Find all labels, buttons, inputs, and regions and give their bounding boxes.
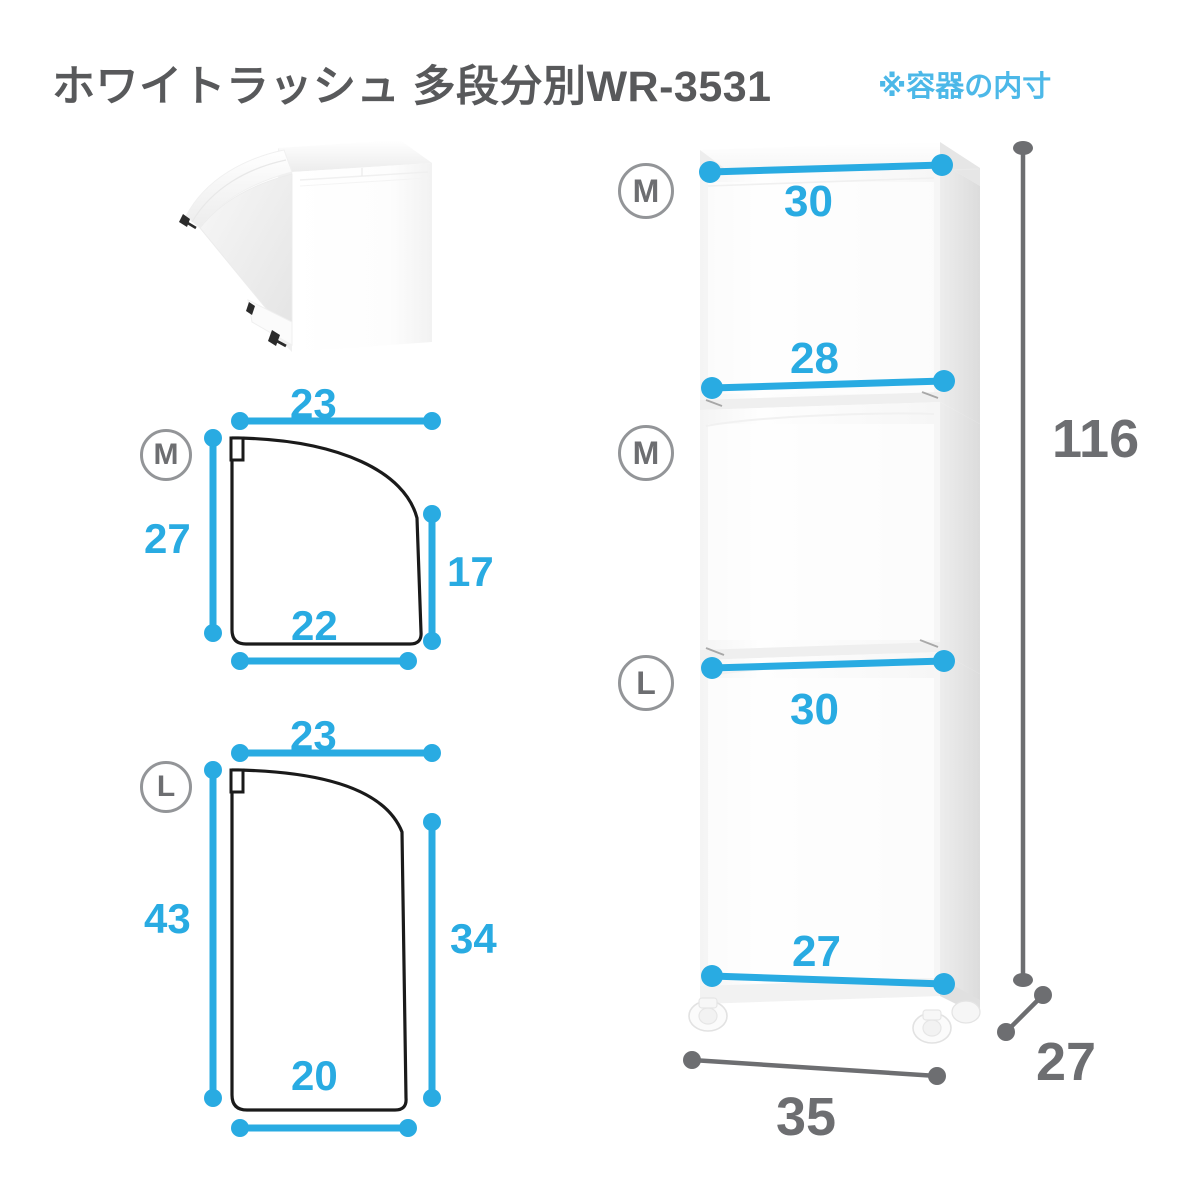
page-title: ホワイトラッシュ 多段分別WR-3531	[52, 63, 772, 111]
overall-depth-label: 27	[1036, 1032, 1097, 1092]
m-right-height-label: 17	[447, 548, 494, 595]
tower-tier-1	[700, 162, 980, 424]
m-bottom-width-label: 22	[291, 602, 338, 649]
m-left-height-label: 27	[144, 515, 191, 562]
tower-tier1-bottom-label: 28	[790, 334, 839, 383]
l-top-width-label: 23	[290, 712, 337, 759]
m-top-width-label: 23	[290, 380, 337, 427]
l-right-height-label: 34	[450, 915, 497, 962]
l-bottom-width-label: 20	[291, 1052, 338, 1099]
tower-tier3-bottom-label: 27	[792, 927, 841, 976]
overall-width-label: 35	[776, 1087, 837, 1147]
badge-m-container-label: M	[153, 438, 179, 471]
badge-tower-tier-2-label: M	[632, 434, 660, 471]
badge-tower-tier-2: M	[618, 425, 674, 481]
caster-wheels	[688, 997, 981, 1044]
badge-tower-tier-1-label: M	[632, 172, 660, 209]
tower-lid	[700, 142, 980, 194]
badge-tower-tier-3: L	[618, 655, 674, 711]
tower-tier3-top-label: 30	[790, 685, 839, 734]
badge-tower-tier-3-label: L	[636, 664, 656, 701]
tower-tier-2	[700, 402, 980, 674]
l-left-height-label: 43	[144, 895, 191, 942]
badge-l-container-label: L	[156, 770, 176, 803]
badge-m-container: M	[140, 429, 192, 481]
badge-tower-tier-1: M	[618, 163, 674, 219]
overall-height-label: 116	[1052, 409, 1140, 469]
photo-open-lid	[179, 149, 293, 348]
badge-l-container: L	[140, 761, 192, 813]
tower-tier1-top-label: 30	[784, 177, 833, 226]
inner-dimension-note: ※容器の内寸	[878, 71, 1052, 103]
photo-body	[278, 140, 432, 352]
